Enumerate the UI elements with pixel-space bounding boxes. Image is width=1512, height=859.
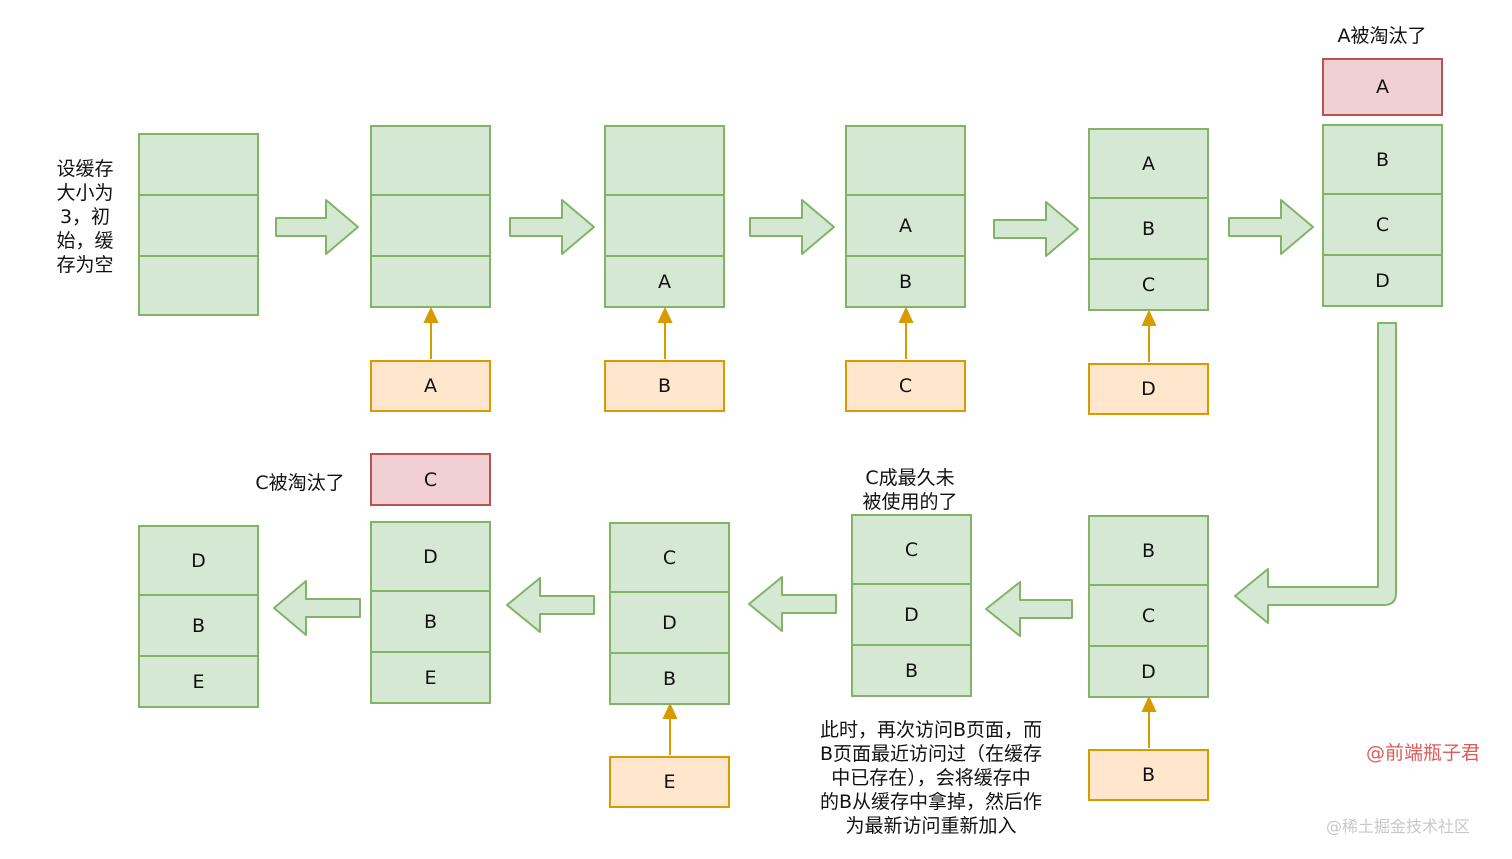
evicted-box-a: A [1322, 58, 1443, 116]
cache-slot: B [853, 644, 970, 695]
cache-slot: C [662, 546, 677, 569]
arrowhead-c [898, 306, 914, 323]
cache-stack-5: B C D [1322, 124, 1443, 307]
note-line: 大小为 [56, 182, 114, 204]
right-arrow-1 [275, 199, 359, 255]
left-arrow-2 [748, 576, 837, 632]
cache-slot: E [140, 655, 257, 706]
bent-arrow [1234, 322, 1397, 624]
initial-note: 设缓存 大小为 3，初 始，缓 存为空 [50, 157, 120, 277]
input-box-1: B [604, 360, 725, 412]
note-line: 存为空 [56, 254, 114, 276]
cache-slot: B [372, 590, 489, 651]
cache-slot: C [1090, 258, 1207, 309]
cache-stack-4: A B C [1088, 128, 1209, 311]
right-arrow-3 [749, 199, 835, 255]
cache-slot: E [372, 651, 489, 702]
left-arrow-4 [273, 580, 361, 636]
cache-slot: A [1142, 152, 1155, 175]
cache-stack-3: A B [845, 125, 966, 308]
cache-slot: D [1324, 254, 1441, 305]
left-arrow-1 [985, 581, 1073, 637]
note-line: 为最新访问重新加入 [845, 815, 1017, 837]
watermark-text: @前端瓶子君 [1366, 742, 1481, 764]
cache-slot: C [1324, 193, 1441, 254]
note-line: 中已存在），会将缓存中 [831, 767, 1031, 789]
note-line: 的B从缓存中拿掉，然后作 [819, 791, 1043, 813]
cache-slot: B [1375, 148, 1390, 171]
arrowhead-d [1141, 309, 1157, 326]
cache-slot: D [423, 545, 438, 568]
cache-stack-7: C D B [851, 514, 972, 697]
right-arrow-5 [1228, 199, 1314, 255]
evicted-label-c: C被淘汰了 [255, 472, 345, 494]
cache-slot: B [1090, 197, 1207, 258]
cache-stack-8: C D B [609, 522, 730, 705]
note-line: C成最久未 [865, 467, 955, 489]
input-box-5: E [609, 756, 730, 808]
cache-slot [140, 255, 257, 314]
arrowhead-e [662, 702, 678, 719]
arrowhead-a [423, 306, 439, 323]
note-line: 3，初 [59, 206, 111, 228]
cache-slot: C [904, 538, 919, 561]
access-note: 此时，再次访问B页面，而 B页面最近访问过（在缓存 中已存在），会将缓存中 的B… [800, 718, 1062, 838]
input-box-4: B [1088, 749, 1209, 801]
watermark-platform: @稀土掘金技术社区 [1326, 817, 1471, 836]
right-arrow-4 [993, 201, 1079, 257]
cache-slot [847, 127, 964, 194]
cache-stack-6: B C D [1088, 515, 1209, 698]
note-line: B页面最近访问过（在缓存 [819, 743, 1043, 765]
input-box-3: D [1088, 363, 1209, 415]
cache-slot: D [1090, 645, 1207, 696]
cache-slot [140, 194, 257, 255]
cache-stack-10: D B E [138, 525, 259, 708]
cache-stack-0 [138, 133, 259, 316]
input-box-2: C [845, 360, 966, 412]
cache-slot: D [853, 583, 970, 644]
cache-stack-2: A [604, 125, 725, 308]
arrowhead-b2 [1141, 695, 1157, 712]
cache-slot: B [140, 594, 257, 655]
arrowhead-b [657, 306, 673, 323]
cache-slot [372, 194, 489, 255]
cache-slot: D [191, 549, 206, 572]
cache-slot [372, 255, 489, 306]
cache-slot [372, 127, 489, 194]
note-line: 设缓存 [56, 158, 114, 180]
cache-stack-9: D B E [370, 521, 491, 704]
cache-slot: B [847, 255, 964, 306]
cache-slot: A [606, 255, 723, 306]
left-arrow-3 [506, 577, 595, 633]
right-arrow-2 [509, 199, 595, 255]
cache-slot: B [611, 652, 728, 703]
cache-slot [140, 135, 257, 194]
note-line: 始，缓 [56, 230, 114, 252]
note-line: 被使用的了 [862, 491, 958, 513]
cache-slot [606, 127, 723, 194]
cache-slot [606, 194, 723, 255]
note-line: 此时，再次访问B页面，而 [819, 719, 1043, 741]
cache-stack-1 [370, 125, 491, 308]
cache-slot: B [1141, 539, 1156, 562]
evicted-label-a: A被淘汰了 [1337, 25, 1427, 47]
evicted-box-c: C [370, 453, 491, 506]
cache-slot: A [847, 194, 964, 255]
input-box-0: A [370, 360, 491, 412]
cache-slot: C [1090, 584, 1207, 645]
least-used-note: C成最久未 被使用的了 [835, 466, 985, 514]
cache-slot: D [611, 591, 728, 652]
